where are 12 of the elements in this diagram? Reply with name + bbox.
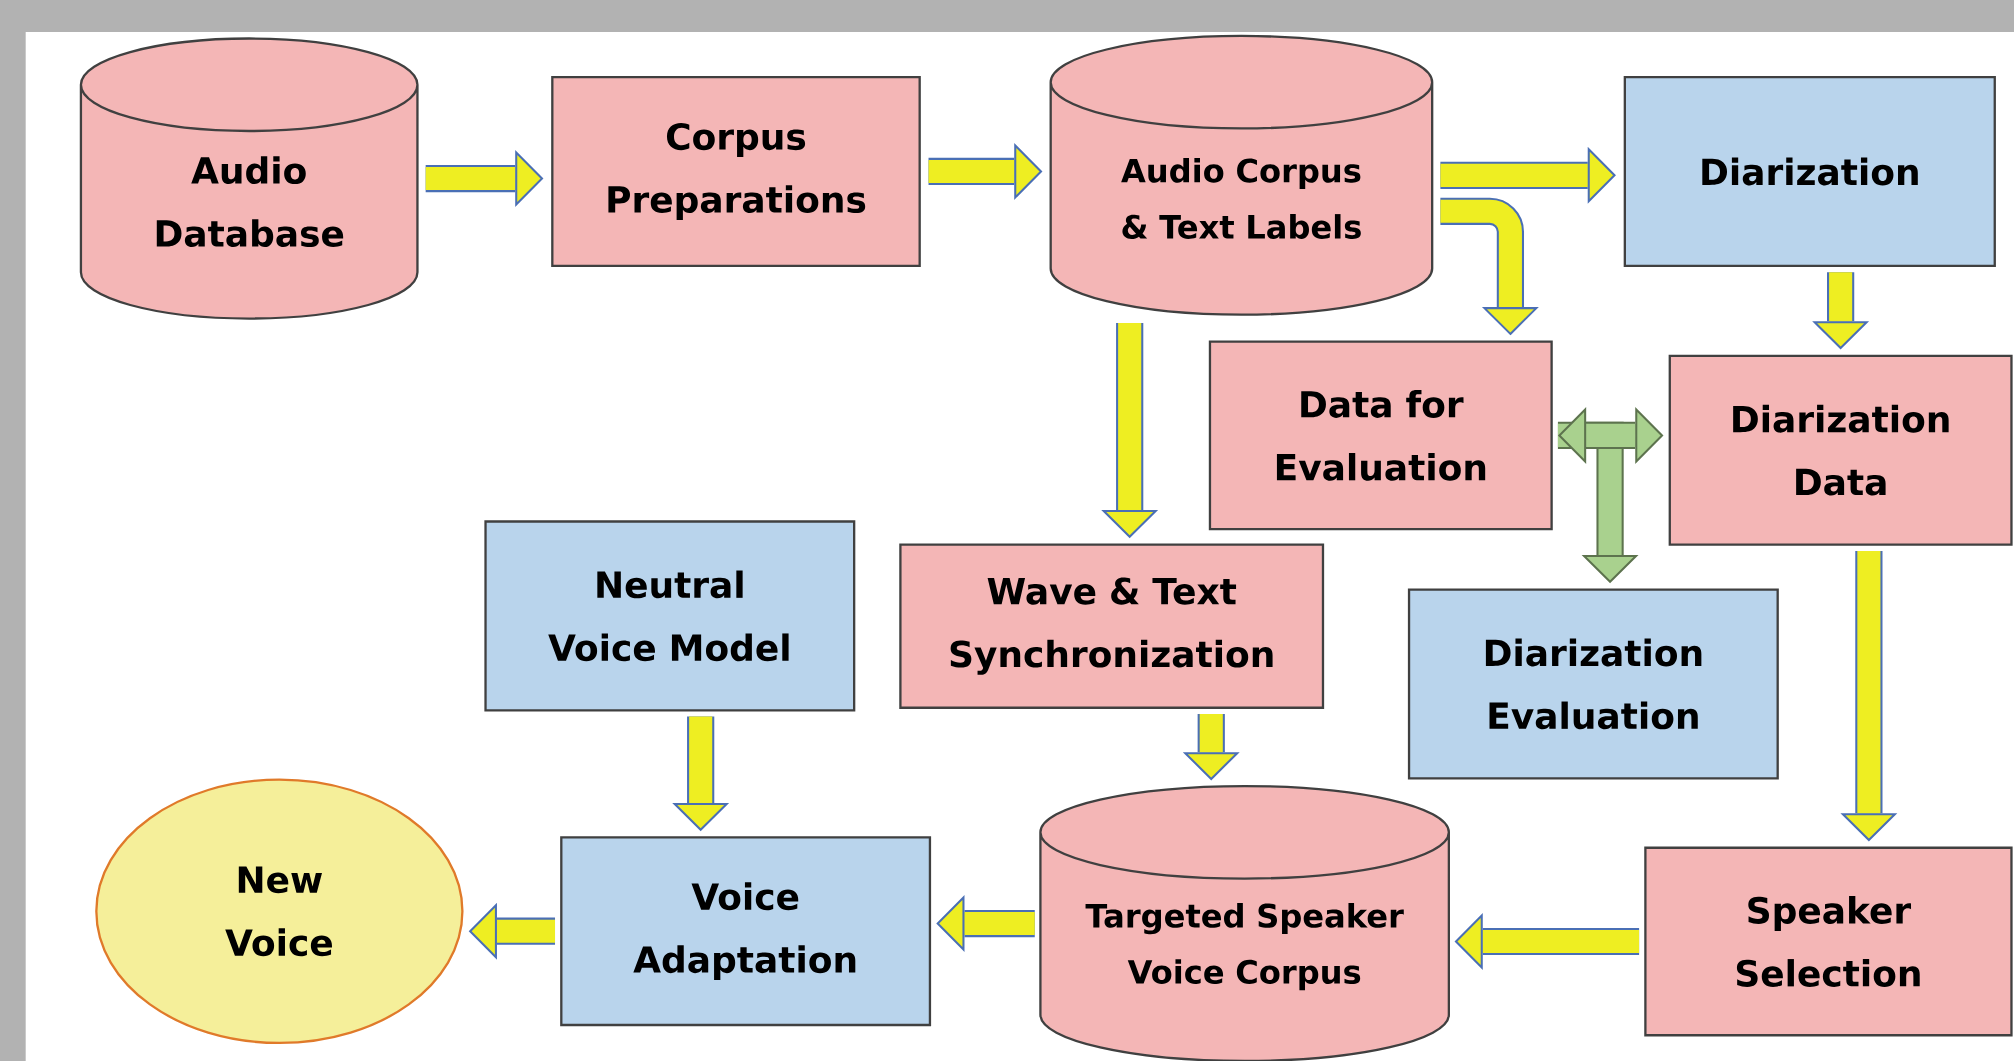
- database-cylinder: Targeted Speaker Voice Corpus: [1039, 784, 1450, 1061]
- process-box: Speaker Selection: [1644, 846, 2013, 1037]
- process-box: Wave & Text Synchronization: [899, 543, 1325, 709]
- process-box: Voice Adaptation: [560, 836, 932, 1027]
- process-box: Data for Evaluation: [1208, 340, 1553, 531]
- process-box: Diarization Evaluation: [1407, 588, 1779, 780]
- process-box: Diarization: [1623, 75, 1996, 268]
- process-box: Diarization Data: [1668, 354, 2013, 546]
- process-box: Neutral Voice Model: [484, 520, 856, 712]
- database-cylinder: Audio Database: [79, 37, 419, 320]
- database-cylinder: Audio Corpus & Text Labels: [1049, 34, 1434, 316]
- process-box: Corpus Preparations: [551, 75, 921, 268]
